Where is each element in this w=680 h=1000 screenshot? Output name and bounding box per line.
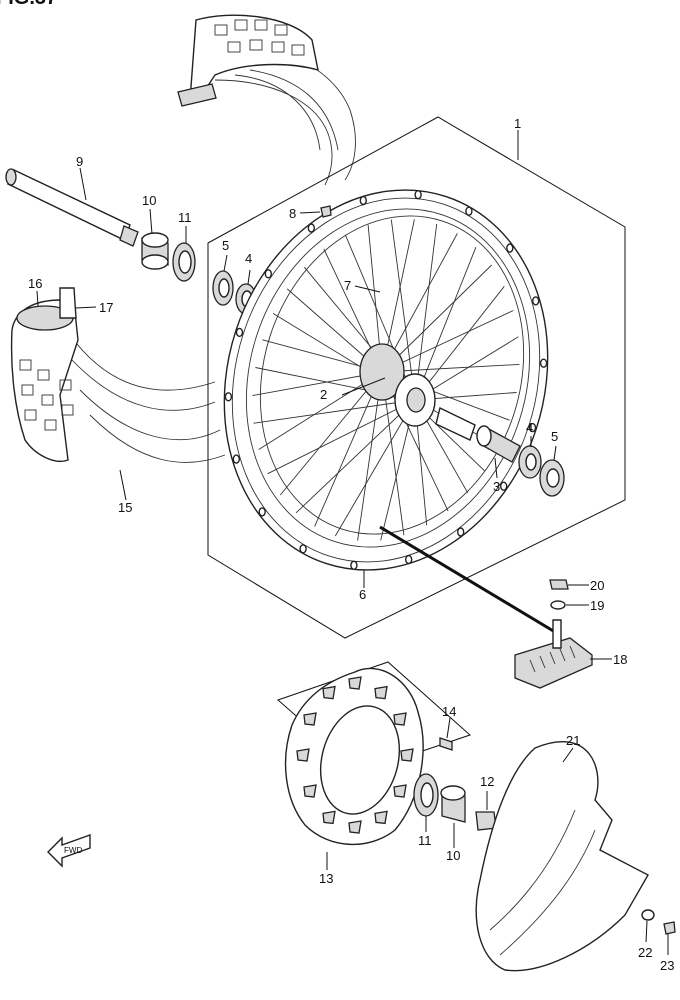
oil-seal-lower-hole — [420, 782, 434, 808]
disc-cutout — [374, 685, 388, 700]
callout-16: 16 — [28, 276, 42, 291]
spoke — [253, 399, 416, 424]
callout-13: 13 — [319, 871, 333, 886]
dust-seal-right-hole — [546, 468, 560, 488]
rim-lock-leader — [379, 525, 556, 634]
callout-23: 23 — [660, 958, 674, 973]
rim-hole — [307, 223, 315, 233]
rim-hole — [235, 327, 244, 338]
rim-lock-nut-illustration — [549, 579, 569, 590]
rim-lock-washer-illustration — [550, 600, 566, 610]
spoke — [414, 247, 477, 401]
callout-21: 21 — [566, 733, 580, 748]
rim-hole — [506, 243, 514, 253]
rim-lock-illustration — [514, 619, 593, 689]
spoke — [279, 371, 383, 496]
forward-arrow-icon — [47, 834, 91, 868]
fender-bolt-illustration — [663, 921, 676, 935]
dust-seal-left-hole — [218, 278, 230, 298]
callout-14: 14 — [442, 704, 456, 719]
callout-4-right: 4 — [526, 420, 533, 435]
figure-title: FIG.37 — [0, 0, 57, 9]
disc-cutout — [296, 748, 310, 762]
callout-10-upper: 10 — [142, 193, 156, 208]
rim-hole — [258, 507, 266, 517]
disc-bolt-illustration — [439, 737, 453, 751]
spoke — [381, 264, 493, 373]
spoke — [295, 399, 416, 514]
callout-4-left: 4 — [245, 251, 252, 266]
rim-hole — [232, 454, 241, 464]
callout-20: 20 — [590, 578, 604, 593]
rim-hole — [264, 269, 272, 279]
rim-hole — [350, 560, 358, 570]
spoke — [267, 399, 416, 475]
spoke — [334, 399, 416, 537]
callout-15: 15 — [118, 500, 132, 515]
disc-cutout — [393, 712, 407, 726]
callout-22: 22 — [638, 945, 652, 960]
collar-upper-illustration — [141, 232, 169, 270]
callout-5-right: 5 — [551, 429, 558, 444]
disc-cutout — [374, 810, 388, 825]
tire-side-illustration — [10, 287, 226, 463]
tire-upper-illustration — [177, 14, 356, 186]
disc-cutout — [303, 712, 317, 726]
callout-19: 19 — [590, 598, 604, 613]
rim-hole — [465, 206, 473, 216]
callout-12: 12 — [480, 774, 494, 789]
callout-10-lower: 10 — [446, 848, 460, 863]
wheel-assembly-outline — [207, 116, 626, 639]
callout-17: 17 — [99, 300, 113, 315]
oil-seal-upper-hole — [178, 250, 192, 274]
spoke — [258, 371, 383, 450]
fwd-label: FWD — [64, 846, 82, 855]
brake-disc-illustration — [284, 667, 424, 846]
disc-cutout — [393, 784, 407, 798]
callout-8: 8 — [289, 206, 296, 221]
spoke — [414, 223, 438, 401]
rim-hole — [457, 527, 465, 537]
rim-hole — [414, 189, 422, 200]
disc-cutout — [303, 784, 317, 798]
fender-washer-illustration — [641, 909, 655, 921]
rim-hole — [500, 481, 508, 491]
callout-9: 9 — [76, 154, 83, 169]
callouts: 1 2 3 4 4 5 5 6 7 8 9 10 10 11 11 12 13 … — [28, 116, 674, 973]
disc-cutout — [348, 676, 362, 690]
spoke — [414, 286, 505, 401]
callout-11-upper: 11 — [178, 210, 192, 225]
bearing-right-hole — [525, 453, 537, 471]
callout-7: 7 — [344, 278, 351, 293]
rim-hole — [532, 296, 540, 306]
disc-cutout — [322, 810, 336, 825]
rim-lock-valve-illustration — [320, 205, 332, 218]
axle-illustration — [5, 168, 139, 247]
disc-cutout — [400, 748, 414, 762]
leader-lines — [36, 130, 669, 955]
callout-6: 6 — [359, 587, 366, 602]
front-fender-illustration — [475, 741, 649, 972]
disc-cutout — [348, 820, 362, 834]
spoke — [381, 363, 520, 373]
hub-illustration — [359, 343, 476, 441]
rim-hole — [405, 554, 413, 565]
spoke — [381, 310, 514, 373]
rim-hole — [359, 195, 367, 206]
callout-11-lower: 11 — [418, 833, 432, 848]
spoke — [314, 371, 383, 527]
rim-hole — [528, 422, 537, 433]
spacer-illustration — [476, 425, 521, 463]
callout-2: 2 — [320, 387, 327, 402]
callout-1: 1 — [514, 116, 521, 131]
callout-18: 18 — [613, 652, 627, 667]
callout-3: 3 — [493, 479, 500, 494]
rim-hole — [299, 544, 307, 554]
disc-cutout — [322, 685, 336, 700]
collar-lower-illustration — [440, 785, 466, 823]
callout-5-left: 5 — [222, 238, 229, 253]
rim-hole — [539, 358, 548, 368]
rim-hole — [224, 392, 233, 402]
